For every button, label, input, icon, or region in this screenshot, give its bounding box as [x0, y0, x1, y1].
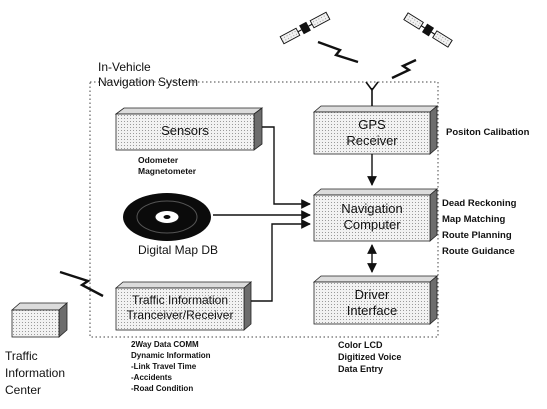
system-title: In-Vehicle Navigation System	[98, 60, 198, 90]
gps-antenna-icon	[365, 81, 379, 106]
traffic-center-box	[10, 302, 69, 338]
traffic-transceiver-label: Traffic Information Tranceiver/Receiver	[126, 293, 234, 322]
signal-bolt-right	[391, 58, 417, 80]
navigation-computer-label: Navigation Computer	[341, 201, 403, 232]
traffic-center-label: Traffic Information Center	[5, 349, 66, 397]
system-title-line-2: Navigation System	[98, 75, 199, 89]
system-title-line-1: In-Vehicle	[98, 60, 151, 74]
traffic-notes: 2Way Data COMM Dynamic Information -Link…	[131, 339, 211, 394]
route-guidance-item: Route Guidance	[442, 246, 515, 257]
navigation-functions: Dead Reckoning Map Matching Route Planni…	[442, 196, 516, 260]
sensors-label: Sensors	[161, 123, 209, 138]
system-boundary	[89, 81, 439, 338]
route-planning-item: Route Planning	[442, 230, 512, 241]
satellite-right-icon	[403, 12, 453, 48]
signal-bolt-left	[317, 40, 359, 64]
gps-calibration-note: Positon Calibation	[446, 127, 530, 138]
gps-receiver-label: GPS Receiver	[346, 117, 398, 148]
road-condition-note: -Road Condition	[131, 384, 194, 393]
navigation-computer-box	[312, 188, 439, 242]
color-lcd-note: Color LCD	[338, 340, 383, 350]
two-way-comm-note: 2Way Data COMM	[131, 340, 199, 349]
arrow-traffic-to-navigation	[251, 219, 311, 302]
accidents-note: -Accidents	[131, 373, 172, 382]
magnetometer-note: Magnetometer	[138, 166, 197, 176]
link-travel-time-note: -Link Travel Time	[131, 362, 197, 371]
satellite-left-icon	[279, 11, 331, 45]
arrow-sensors-to-navigation	[262, 126, 311, 209]
digital-map-db-label: Digital Map DB	[138, 243, 219, 257]
data-entry-note: Data Entry	[338, 364, 384, 374]
traffic-transceiver-box	[114, 281, 253, 331]
sensors-box	[114, 107, 264, 151]
digital-map-disc-icon	[123, 193, 211, 241]
driver-interface-box	[312, 275, 439, 325]
odometer-note: Odometer	[138, 155, 179, 165]
dynamic-info-note: Dynamic Information	[131, 351, 211, 360]
sensor-notes: Odometer Magnetometer	[138, 155, 196, 177]
dead-reckoning-item: Dead Reckoning	[442, 198, 517, 209]
signal-bolt-traffic	[59, 270, 104, 298]
digitized-voice-note: Digitized Voice	[338, 352, 402, 362]
driver-interface-label: Driver Interface	[346, 287, 398, 318]
map-matching-item: Map Matching	[442, 214, 506, 225]
gps-receiver-box	[312, 105, 439, 155]
driver-notes: Color LCD Digitized Voice Data Entry	[338, 339, 401, 375]
